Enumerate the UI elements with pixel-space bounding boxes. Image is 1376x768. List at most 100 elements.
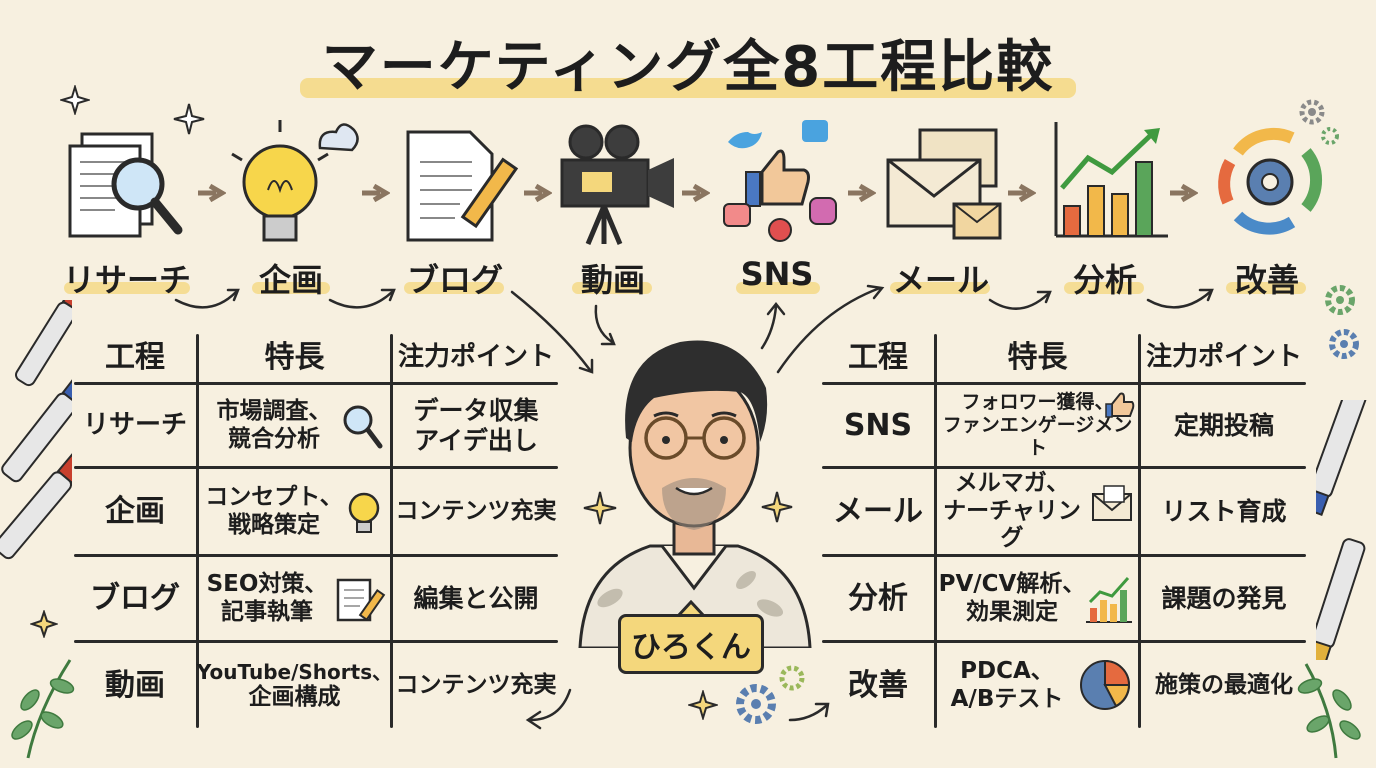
character-illustration xyxy=(578,340,812,648)
mail-icon xyxy=(886,128,1002,240)
table-divider xyxy=(822,554,1306,557)
sparkle-icon xyxy=(173,103,205,135)
curved-arrow-icon xyxy=(328,290,394,309)
step-label-mail: メール xyxy=(892,261,989,299)
sparkle-icon xyxy=(60,85,90,115)
thumbs-up-icon xyxy=(1105,392,1135,418)
right-row-name: SNS xyxy=(843,407,913,443)
left-row-point: 編集と公開 xyxy=(413,583,539,613)
table-divider xyxy=(822,382,1306,385)
left-table-header-feature: 特長 xyxy=(264,340,325,375)
left-row-feature: YouTube/Shorts、企画構成 xyxy=(196,659,393,710)
step-highlight xyxy=(736,282,820,294)
left-table-header-process: 工程 xyxy=(105,340,165,375)
arrow-right-icon xyxy=(198,183,226,203)
step-highlight xyxy=(404,282,504,294)
step-highlight xyxy=(64,282,190,294)
table-divider xyxy=(1138,334,1141,728)
left-row-name: リサーチ xyxy=(82,409,187,440)
sparkle-icon xyxy=(583,491,617,525)
character-nameplate: ひろくん xyxy=(618,614,764,674)
arrow-right-icon xyxy=(682,183,710,203)
step-highlight xyxy=(1064,282,1144,294)
left-row-name: 企画 xyxy=(105,493,165,529)
arrow-right-icon xyxy=(524,183,552,203)
curved-arrow-icon xyxy=(788,704,828,722)
page-title: マーケティング全8工程比較 xyxy=(321,35,1055,100)
curved-arrow-icon xyxy=(776,286,882,374)
sparkle-icon xyxy=(761,491,793,523)
step-highlight xyxy=(572,282,652,294)
arrow-right-icon xyxy=(848,183,876,203)
right-row-feature: メルマガ、ナーチャリング xyxy=(943,470,1081,552)
right-row-point: 課題の発見 xyxy=(1161,583,1287,613)
research-icon xyxy=(68,132,183,238)
right-row-name: メール xyxy=(833,493,923,529)
step-label-planning: 企画 xyxy=(258,261,323,299)
table-divider xyxy=(74,382,558,385)
left-row-point: コンテンツ充実 xyxy=(395,671,557,698)
right-row-name: 改善 xyxy=(848,667,908,703)
arrow-right-icon xyxy=(1170,183,1198,203)
right-row-feature: フォロワー獲得、ファンエンゲージメント xyxy=(942,391,1133,459)
magnifier-icon xyxy=(343,405,383,449)
left-row-point: データ収集アイデ出し xyxy=(413,395,539,455)
growth-chart-icon xyxy=(1054,122,1168,238)
left-row-name: 動画 xyxy=(105,667,165,703)
curved-arrow-icon xyxy=(594,304,614,344)
curved-arrow-icon xyxy=(988,292,1050,310)
step-highlight xyxy=(252,282,330,294)
table-divider xyxy=(934,334,937,728)
table-divider xyxy=(196,334,199,728)
right-row-feature: PV/CV解析、効果測定 xyxy=(938,570,1086,625)
curved-arrow-icon xyxy=(760,304,778,350)
left-row-feature: SEO対策、記事執筆 xyxy=(206,570,328,625)
step-highlight xyxy=(890,282,990,294)
blog-icon xyxy=(406,130,519,242)
marker-pens-illustration xyxy=(0,300,72,560)
step-label-video: 動画 xyxy=(580,261,645,299)
table-divider xyxy=(74,640,558,643)
curved-arrow-icon xyxy=(528,688,572,722)
gear-icon xyxy=(1325,285,1359,359)
marker-pens-illustration xyxy=(1316,400,1367,660)
table-divider xyxy=(74,466,558,469)
social-media-icon xyxy=(723,120,837,242)
left-table-header-point: 注力ポイント xyxy=(397,342,554,373)
lightbulb-icon xyxy=(348,492,380,533)
right-row-name: 分析 xyxy=(848,580,908,616)
curved-arrow-icon xyxy=(174,290,238,309)
left-row-feature: コンセプト、戦略策定 xyxy=(205,483,343,538)
curved-arrow-icon xyxy=(1146,290,1212,309)
bar-chart-icon xyxy=(1086,577,1132,623)
left-row-name: ブログ xyxy=(90,580,180,616)
left-row-feature: 市場調査、競合分析 xyxy=(216,397,332,452)
left-row-point: コンテンツ充実 xyxy=(395,497,557,524)
step-label-blog: ブログ xyxy=(406,261,503,299)
table-divider xyxy=(74,554,558,557)
step-label-research: リサーチ xyxy=(62,261,191,299)
pie-chart-icon xyxy=(1080,659,1131,710)
right-row-point: 定期投稿 xyxy=(1173,410,1274,440)
table-divider xyxy=(390,334,393,728)
table-divider xyxy=(822,640,1306,643)
lightbulb-icon xyxy=(231,120,359,242)
sparkle-icon xyxy=(30,610,58,638)
right-table-header-process: 工程 xyxy=(848,340,908,375)
gear-icon xyxy=(1299,99,1339,145)
leaf-branch-icon xyxy=(1297,663,1361,759)
right-row-point: 施策の最適化 xyxy=(1155,671,1293,698)
table-divider xyxy=(822,466,1306,469)
step-label-analysis: 分析 xyxy=(1072,261,1137,299)
curved-arrow-icon xyxy=(510,290,592,372)
right-row-feature: PDCA、A/Bテスト xyxy=(950,657,1064,712)
title-highlight xyxy=(300,78,1076,98)
envelope-icon xyxy=(1092,485,1132,521)
arrow-right-icon xyxy=(1008,183,1036,203)
arrow-right-icon xyxy=(362,183,390,203)
step-label-sns: SNS xyxy=(740,255,814,293)
sparkle-icon xyxy=(688,690,718,720)
step-label-improvement: 改善 xyxy=(1234,261,1299,299)
improvement-cycle-icon xyxy=(1218,128,1322,235)
